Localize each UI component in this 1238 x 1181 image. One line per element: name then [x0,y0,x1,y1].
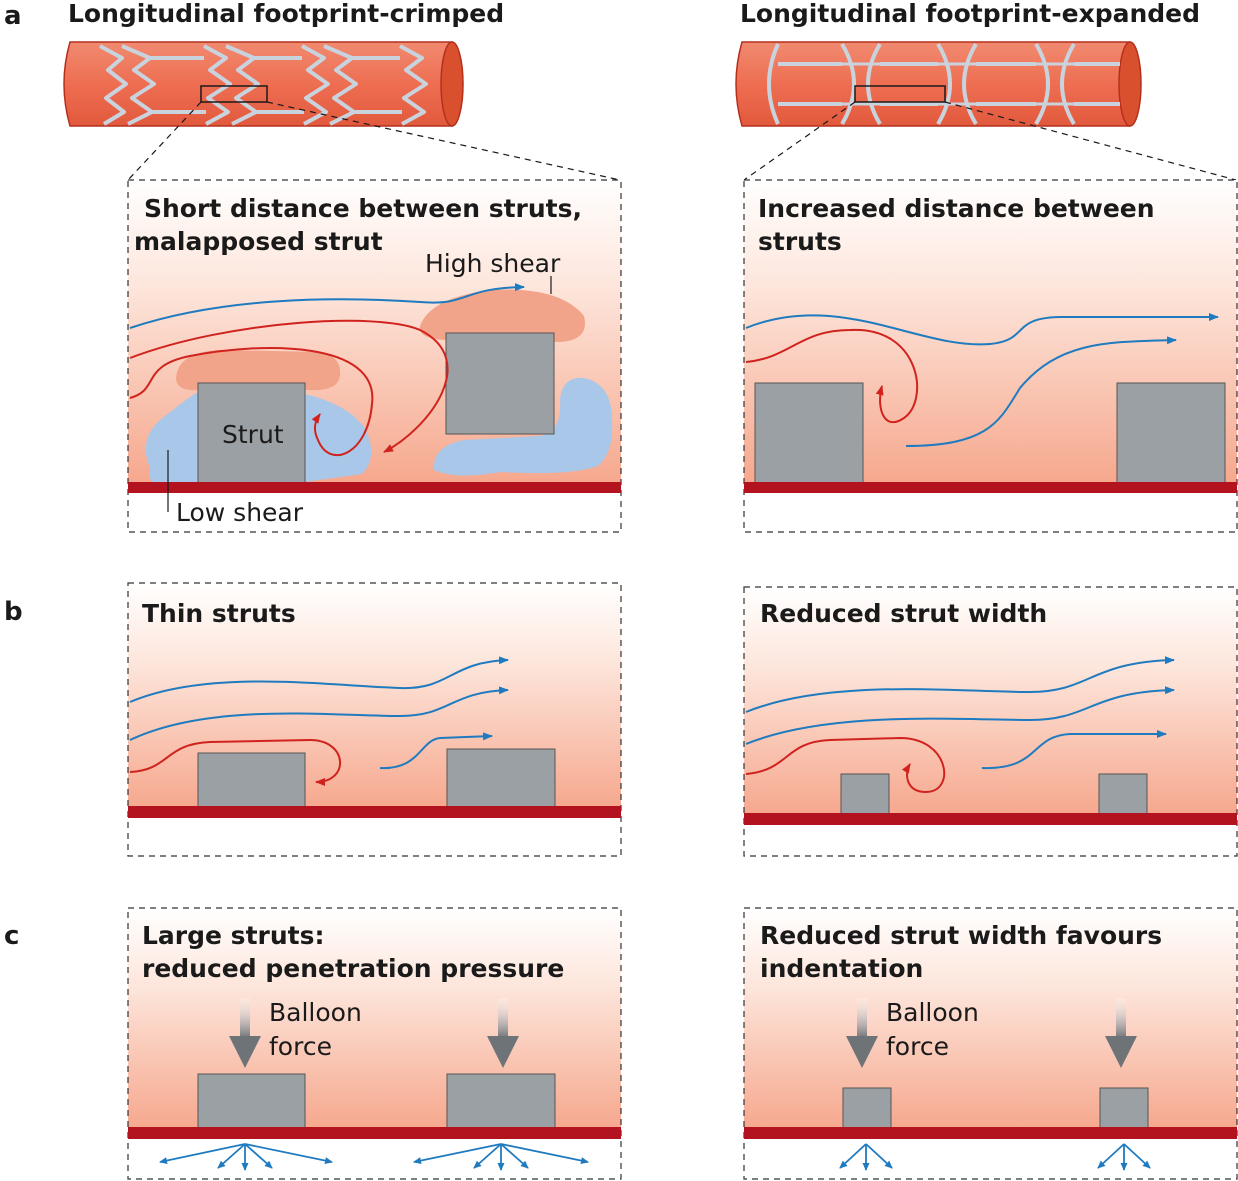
strut [197,1073,306,1130]
high-shear-region-2 [419,289,585,342]
blue-flow-line [745,686,1175,745]
vessel-wall [128,482,621,493]
red-flow-line [745,328,918,424]
blue-flow-line [129,686,509,741]
low-shear-label: Low shear [176,498,304,527]
panel-b-left-title: Thin struts [142,599,296,628]
red-flow-line [129,347,374,457]
panel-c-left-title-1: Large struts: [142,921,324,950]
blue-flow-line [379,732,493,770]
balloon-force-arrow [240,998,250,1038]
panel-c-right-title-2: indentation [760,954,923,983]
vessel-wall [744,813,1237,825]
vessel-expanded [735,41,1142,127]
strut [445,332,555,435]
balloon-force-label-1: Balloon [886,998,979,1027]
vessel-wall [744,1127,1237,1139]
vessel-wall [744,482,1237,493]
strut [1116,382,1226,484]
vessel-crimped [63,41,464,127]
strut [840,773,890,815]
panel-a-right-title-1: Increased distance between [758,194,1155,223]
panel-a-left-title-1: Short distance between struts, [144,194,582,223]
panel-b-right: Reduced strut width [743,586,1238,857]
strut [197,752,306,809]
blue-flow-line [745,313,1219,346]
vessel-wall [128,1127,621,1139]
panel-c-right: Reduced strut width favours indentation … [743,907,1238,1180]
panel-b-right-title: Reduced strut width [760,599,1047,628]
vessel-title-crimped: Longitudinal footprint-crimped [68,0,504,28]
high-shear-region-1 [176,350,341,391]
panel-c-left: Large struts: reduced penetration pressu… [127,907,622,1180]
strut-label: Strut [222,420,284,449]
section-label-b: b [4,597,23,627]
red-flow-line [129,738,342,786]
strut [754,382,864,484]
panel-c-right-title-1: Reduced strut width favours [760,921,1162,950]
zoom-lines [127,101,1237,181]
section-label-a: a [4,1,22,31]
panel-a-left-title-2: malapposed strut [134,227,383,256]
panel-c-left-title-2: reduced penetration pressure [142,954,564,983]
vessel-wall [128,806,621,818]
balloon-force-label-2: force [269,1032,332,1061]
blue-flow-line [129,283,525,329]
balloon-force-arrow [1116,998,1126,1038]
red-flow-line [129,319,449,453]
strut [842,1087,892,1129]
high-shear-label: High shear [425,249,561,278]
strut [446,748,556,809]
strut [446,1073,556,1130]
pressure-arrows [839,1143,1151,1171]
strut [1099,1087,1149,1129]
balloon-force-label-1: Balloon [269,998,362,1027]
low-shear-region-2 [433,377,613,476]
blue-flow-line [905,336,1177,447]
balloon-force-label-2: force [886,1032,949,1061]
section-label-c: c [4,921,19,951]
balloon-force-arrow [498,998,508,1038]
strut [1098,773,1148,815]
blue-flow-line [981,730,1167,770]
panel-b-left: Thin struts [127,582,622,857]
red-flow-line [745,736,946,794]
vessel-title-expanded: Longitudinal footprint-expanded [740,0,1200,28]
blue-flow-line [129,656,509,703]
strut [197,382,306,484]
balloon-force-arrow [857,998,867,1038]
panel-a-right: Increased distance between struts [743,179,1238,533]
panel-a-right-title-2: struts [758,227,842,256]
panel-a-left: Short distance between struts, malappose… [127,179,622,533]
blue-flow-line [745,656,1175,713]
pressure-arrows [159,1143,589,1171]
